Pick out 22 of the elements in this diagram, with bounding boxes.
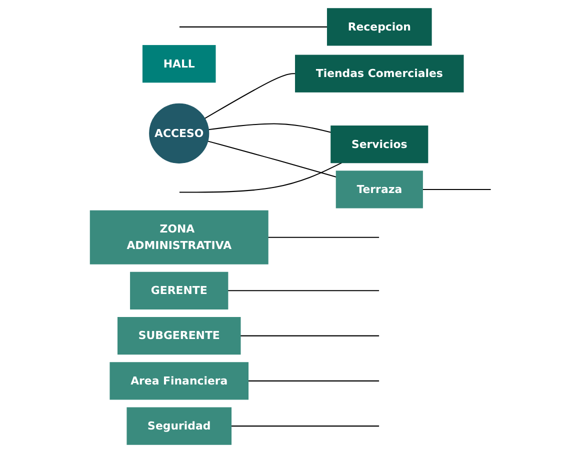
connector <box>268 236 380 238</box>
node-box: SUBGERENTE <box>117 317 241 355</box>
node-box: Seguridad <box>126 407 232 445</box>
node-box: Tiendas Comerciales <box>295 54 464 92</box>
connector <box>248 380 380 382</box>
node-circle: ACCESO <box>149 103 210 164</box>
connector <box>231 426 380 427</box>
node-box: Terraza <box>336 170 423 208</box>
connector <box>179 162 342 193</box>
connector <box>208 140 336 178</box>
node-box: HALL <box>142 45 216 83</box>
connector <box>179 26 328 28</box>
connector <box>204 73 296 119</box>
connector <box>422 188 491 190</box>
node-box: ZONA ADMINISTRATIVA <box>90 210 268 264</box>
node-box: GERENTE <box>130 272 228 310</box>
node-box: Recepcion <box>326 8 432 46</box>
node-box: Servicios <box>330 126 428 164</box>
connector <box>228 290 380 292</box>
node-box: Area Financiera <box>110 362 249 400</box>
connector <box>208 123 332 133</box>
connector <box>240 335 380 336</box>
